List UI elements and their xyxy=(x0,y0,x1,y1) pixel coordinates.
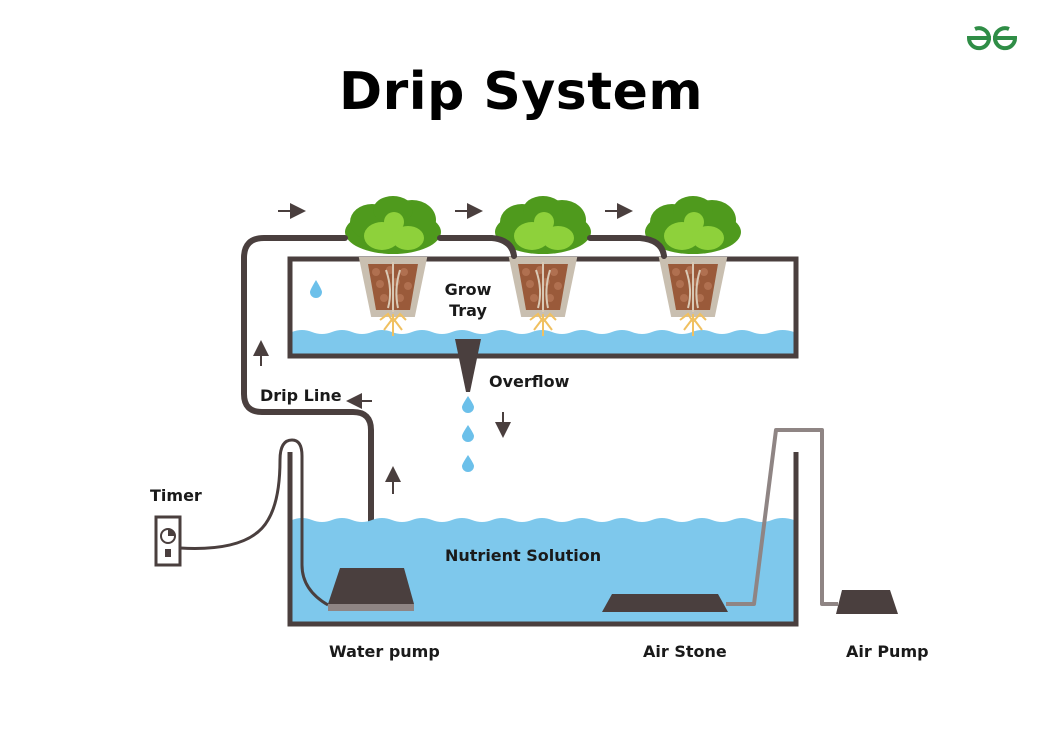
water-drop-tray xyxy=(310,280,322,298)
plant-pot-3 xyxy=(645,196,741,336)
reservoir-outline xyxy=(287,452,799,627)
water-drop-3 xyxy=(462,455,474,472)
drip-line-pipe xyxy=(241,235,667,573)
timer-device xyxy=(154,515,182,567)
plant-pot-1 xyxy=(345,196,441,336)
flow-arrows xyxy=(253,203,633,494)
air-tube xyxy=(726,428,838,606)
overflow-label: Overflow xyxy=(489,372,570,391)
grow-tray-label: Grow Tray xyxy=(444,280,492,320)
plant-pot-2 xyxy=(495,196,591,336)
water-pump-label: Water pump xyxy=(329,642,440,661)
lettuce-1 xyxy=(345,196,441,254)
gfg-logo-icon xyxy=(966,26,1018,51)
water-pump xyxy=(328,568,414,611)
lettuce-2 xyxy=(495,196,591,254)
drip-line-label: Drip Line xyxy=(260,386,342,405)
air-pump-label: Air Pump xyxy=(846,642,929,661)
page-title: Drip System xyxy=(338,62,704,122)
air-stone-label: Air Stone xyxy=(643,642,727,661)
water-drop-2 xyxy=(462,425,474,442)
air-pump xyxy=(836,590,898,614)
water-drops xyxy=(310,280,474,472)
timer-cable xyxy=(179,438,329,607)
grow-tray-water xyxy=(292,330,794,356)
air-stone xyxy=(602,594,728,612)
timer-label: Timer xyxy=(150,486,202,505)
nutrient-solution-label: Nutrient Solution xyxy=(445,546,602,565)
water-drop-1 xyxy=(462,396,474,413)
overflow-funnel xyxy=(455,339,481,392)
lettuce-3 xyxy=(645,196,741,254)
